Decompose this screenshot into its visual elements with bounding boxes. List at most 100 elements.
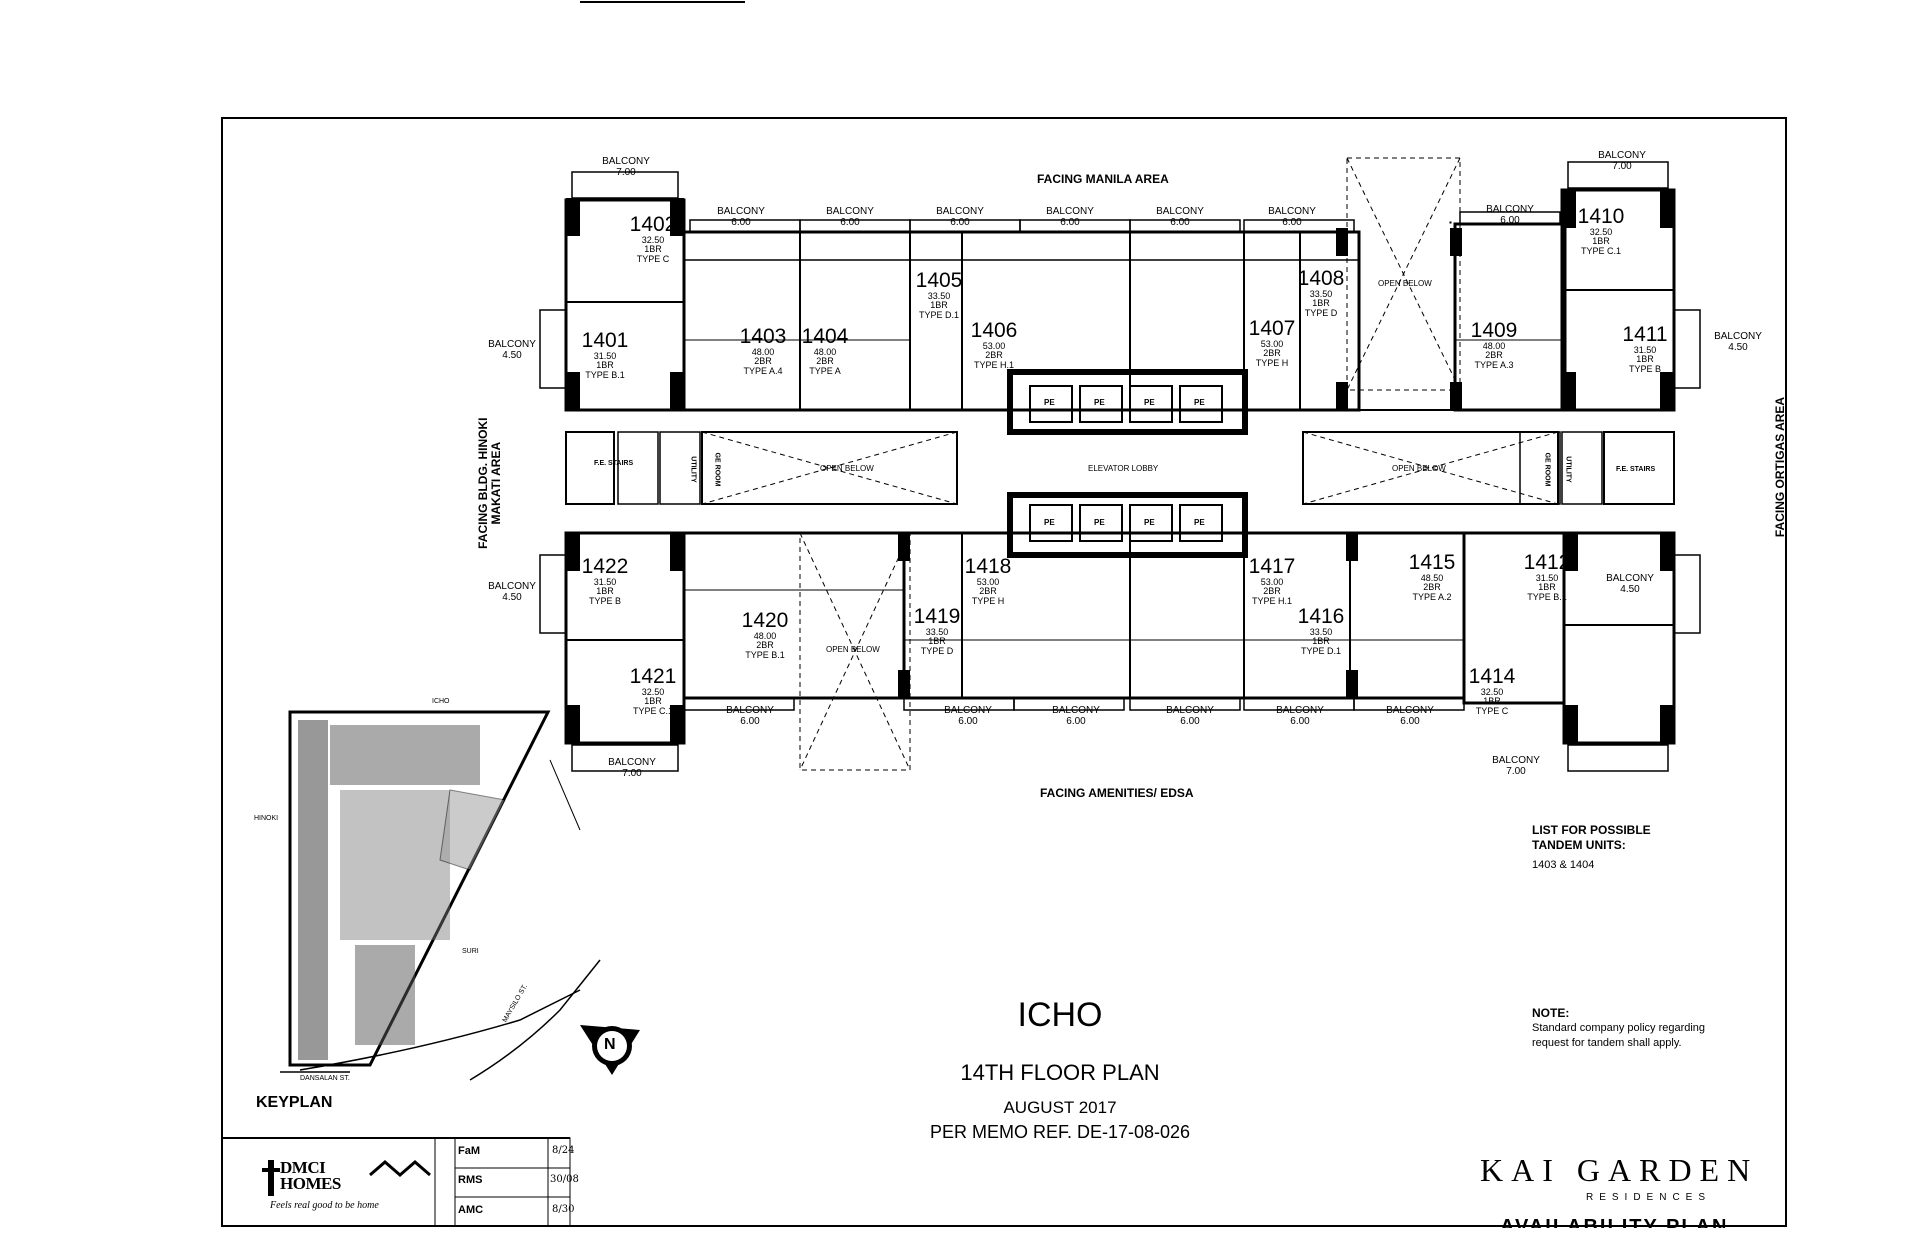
pe-label: PE	[1044, 398, 1055, 407]
unit-variant: TYPE C	[636, 253, 670, 264]
unit-number: 1419	[913, 605, 961, 628]
unit-1404[interactable]: 1404 48.00 2BR TYPE A	[800, 325, 850, 376]
unit-variant: TYPE A	[809, 365, 841, 376]
unit-1408[interactable]: 1408 33.50 1BR TYPE D	[1296, 267, 1346, 318]
unit-type: 2BR	[756, 640, 774, 651]
elevator-lobby-label: ELEVATOR LOBBY	[1088, 464, 1159, 473]
unit-number: 1412	[1523, 551, 1571, 574]
unit-type: 1BR	[596, 586, 614, 597]
unit-1420[interactable]: 1420 48.00 2BR TYPE B.1	[740, 609, 790, 660]
unit-area: 48.00	[753, 631, 777, 642]
unit-area: 53.00	[1260, 339, 1284, 350]
unit-1417[interactable]: 1417 53.00 2BR TYPE H.1	[1246, 555, 1298, 606]
keyplan-title: KEYPLAN	[256, 1094, 333, 1111]
unit-number: 1420	[741, 609, 789, 632]
unit-1403[interactable]: 1403 48.00 2BR TYPE A.4	[738, 325, 788, 376]
unit-variant: TYPE B.1	[585, 369, 625, 380]
unit-number: 1410	[1577, 205, 1625, 228]
unit-variant: TYPE D	[1304, 307, 1338, 318]
unit-area: 53.00	[976, 577, 1000, 588]
pe-label: PE	[1094, 398, 1105, 407]
unit-1410[interactable]: 1410 32.50 1BR TYPE C.1	[1576, 205, 1626, 256]
unit-1414[interactable]: 1414 32.50 1BR TYPE C	[1466, 665, 1518, 716]
ge-room-label-right: GE ROOM	[1543, 452, 1551, 487]
pe-label: PE	[1144, 518, 1155, 527]
pe-label: PE	[1194, 398, 1205, 407]
unit-number: 1415	[1408, 551, 1456, 574]
dmci-logo: DMCI HOMES	[280, 1158, 341, 1194]
fe-stairs-label-right: F.E. STAIRS	[1616, 466, 1656, 473]
fe-stairs-label-left: F.E. STAIRS	[594, 460, 634, 467]
unit-variant: TYPE B	[588, 595, 621, 606]
unit-area: 33.50	[1309, 627, 1333, 638]
unit-1421[interactable]: 1421 32.50 1BR TYPE C.1	[628, 665, 678, 716]
unit-variant: TYPE C	[1475, 705, 1509, 716]
tandem-heading-line2: TANDEM UNITS:	[1532, 838, 1626, 852]
unit-variant: TYPE B.1	[745, 649, 785, 660]
unit-number: 1414	[1468, 665, 1516, 688]
open-below-marks	[701, 157, 1559, 771]
unit-variant: TYPE H.1	[1251, 595, 1292, 606]
unit-1402[interactable]: 1402 32.50 1BR TYPE C	[628, 213, 678, 264]
unit-area: 31.50	[593, 577, 617, 588]
approval-date: 8/30	[552, 1204, 575, 1215]
columns	[566, 190, 1674, 743]
approval-date: 8/24	[552, 1145, 575, 1156]
north-icon: N	[604, 1036, 616, 1053]
floor-plan-title: 14TH FLOOR PLAN	[960, 1060, 1160, 1085]
unit-1407[interactable]: 1407 53.00 2BR TYPE H	[1246, 317, 1298, 368]
utility-label-left: UTILITY	[689, 456, 697, 483]
note-line2: request for tandem shall apply.	[1532, 1037, 1682, 1049]
unit-1416[interactable]: 1416 33.50 1BR TYPE D.1	[1296, 605, 1346, 656]
dmci-tagline: Feels real good to be home	[270, 1200, 379, 1211]
unit-1409[interactable]: 1409 48.00 2BR TYPE A.3	[1468, 319, 1520, 370]
unit-type: 1BR	[1483, 696, 1501, 707]
unit-1401[interactable]: 1401 31.50 1BR TYPE B.1	[580, 329, 630, 380]
unit-1419[interactable]: 1419 33.50 1BR TYPE D	[912, 605, 962, 656]
unit-1415[interactable]: 1415 48.50 2BR TYPE A.2	[1406, 551, 1458, 602]
unit-variant: TYPE A.4	[743, 365, 783, 376]
keyplan-label-suri: SURI	[462, 948, 479, 955]
open-below-label-4: OPEN BELOW	[826, 645, 880, 654]
unit-area: 31.50	[593, 351, 617, 362]
unit-1412[interactable]: 1412 31.50 1BR TYPE B.1	[1522, 551, 1572, 602]
unit-type: 1BR	[1538, 582, 1556, 593]
memo-reference: PER MEMO REF. DE-17-08-026	[929, 1122, 1191, 1142]
unit-variant: TYPE D.1	[1300, 645, 1341, 656]
unit-1418[interactable]: 1418 53.00 2BR TYPE H	[962, 555, 1014, 606]
unit-area: 53.00	[1260, 577, 1284, 588]
unit-number: 1417	[1248, 555, 1296, 578]
unit-number: 1418	[964, 555, 1012, 578]
facing-left-line1: FACING BLDG. HINOKI	[475, 417, 490, 549]
unit-1422[interactable]: 1422 31.50 1BR TYPE B	[580, 555, 630, 606]
unit-type: 1BR	[596, 360, 614, 371]
pe-label: PE	[1044, 518, 1055, 527]
unit-1411[interactable]: 1411 31.50 1BR TYPE B	[1620, 323, 1670, 374]
keyplan-drawing	[280, 710, 601, 1081]
unit-variant: TYPE H	[971, 595, 1005, 606]
unit-1405[interactable]: 1405 33.50 1BR TYPE D.1	[914, 269, 964, 320]
ge-room-label-left: GE ROOM	[713, 452, 721, 487]
unit-number: 1422	[581, 555, 629, 578]
approval-role: FaM	[458, 1145, 480, 1157]
unit-type: 2BR	[985, 350, 1003, 361]
project-title: ICHO	[1017, 996, 1103, 1034]
plan-date: AUGUST 2017	[1003, 1098, 1117, 1117]
unit-type: 1BR	[1636, 354, 1654, 365]
unit-1406[interactable]: 1406 53.00 2BR TYPE H.1	[966, 319, 1022, 370]
residence-sub: RESIDENCES	[1586, 1192, 1712, 1203]
unit-area: 33.50	[927, 291, 951, 302]
unit-type: 2BR	[1263, 586, 1281, 597]
